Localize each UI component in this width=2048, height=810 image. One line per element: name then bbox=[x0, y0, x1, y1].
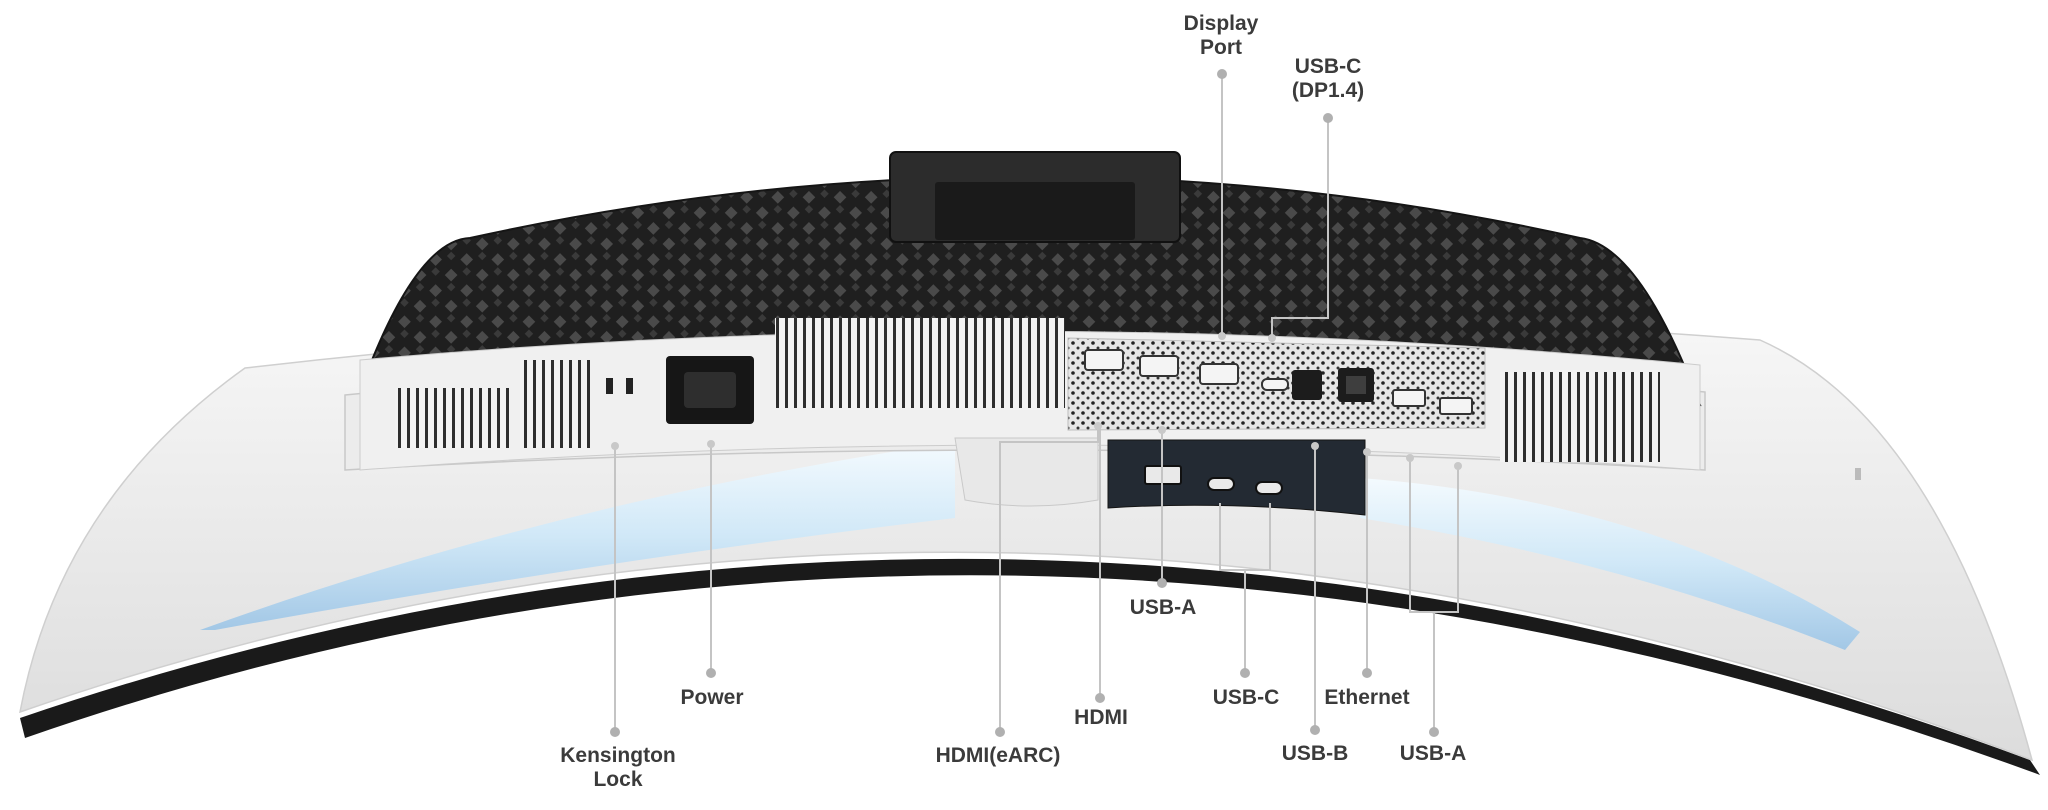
label-ethernet: Ethernet bbox=[1324, 686, 1410, 709]
vent-right bbox=[1500, 372, 1660, 462]
label-usb-a-rear: USB-A bbox=[1399, 742, 1467, 765]
port-usb-a-rear-2 bbox=[1439, 397, 1473, 415]
label-usb-c-dp14: USB-C (DP1.4) bbox=[1291, 55, 1365, 102]
leader-dot bbox=[1323, 113, 1333, 123]
label-kensington-lock: Kensington Lock bbox=[560, 744, 676, 791]
port-displayport bbox=[1199, 363, 1239, 385]
vent-left-inner bbox=[520, 360, 590, 448]
port-hdmi bbox=[1139, 355, 1179, 377]
label-hdmi: HDMI bbox=[1074, 706, 1128, 729]
vent-center bbox=[775, 318, 1065, 408]
port-usb-c-front-1 bbox=[1207, 477, 1235, 491]
port-usb-b bbox=[1292, 370, 1322, 400]
stand-neck bbox=[954, 437, 1099, 507]
leader-dot bbox=[1157, 578, 1167, 588]
label-power: Power bbox=[680, 686, 744, 709]
leader-dot bbox=[995, 727, 1005, 737]
port-usb-c-front-2 bbox=[1255, 481, 1283, 495]
label-usb-b: USB-B bbox=[1281, 742, 1349, 765]
leader-dot bbox=[1362, 668, 1372, 678]
ambient-light-left bbox=[200, 442, 955, 630]
port-usb-a-rear-1 bbox=[1392, 389, 1426, 407]
vent-left-outer bbox=[395, 388, 510, 448]
leader-dot bbox=[706, 668, 716, 678]
leader-dot bbox=[1240, 668, 1250, 678]
ambient-light-right bbox=[1360, 478, 1860, 650]
label-usb-c: USB-C bbox=[1212, 686, 1280, 709]
side-button bbox=[1855, 468, 1861, 480]
port-usb-c-dp bbox=[1261, 378, 1289, 391]
leader-dot bbox=[1095, 693, 1105, 703]
label-usb-a-front: USB-A bbox=[1129, 596, 1197, 619]
front-usb-hub bbox=[1107, 439, 1366, 516]
leader-dot bbox=[610, 727, 620, 737]
label-hdmi-earc: HDMI(eARC) bbox=[935, 744, 1061, 767]
kensington-slot bbox=[606, 378, 613, 394]
port-hdmi-earc bbox=[1084, 349, 1124, 371]
leader-dot bbox=[1310, 725, 1320, 735]
label-display-port: Display Port bbox=[1183, 12, 1259, 59]
leader-dot bbox=[1217, 69, 1227, 79]
leader-dot bbox=[1429, 727, 1439, 737]
